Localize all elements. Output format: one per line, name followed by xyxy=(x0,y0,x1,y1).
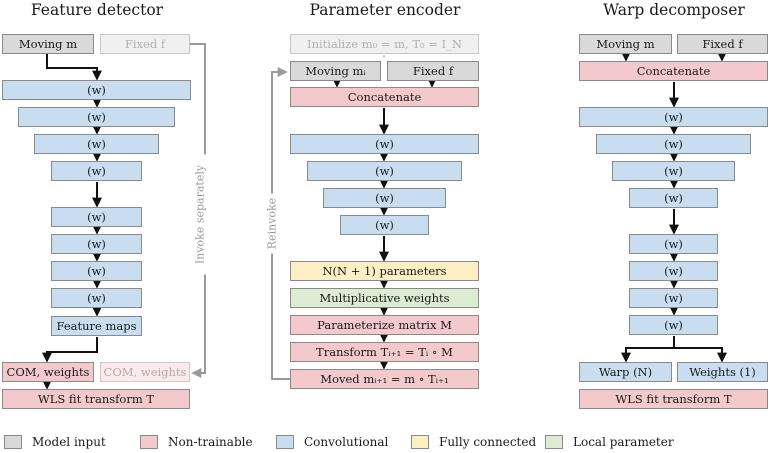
legend-swatch xyxy=(276,435,294,449)
wd-conv-layer: (w) xyxy=(629,261,718,281)
legend-label: Local parameter xyxy=(573,435,674,449)
pe-conv-layer: (w) xyxy=(290,134,479,154)
fd-conv-layer: (w) xyxy=(51,207,142,227)
wd-warp-output: Warp (N) xyxy=(579,362,672,382)
pe-fully-connected: N(N + 1) parameters xyxy=(290,261,479,281)
pe-transform: Transform Tᵢ₊₁ = Tᵢ ∘ M xyxy=(290,342,479,362)
legend-label: Model input xyxy=(32,435,106,449)
parameter-encoder-title: Parameter encoder xyxy=(309,1,461,19)
wd-moving-input: Moving m xyxy=(579,34,672,54)
fd-com-weights: COM, weights xyxy=(2,362,94,382)
fd-conv-layer: (w) xyxy=(51,234,142,254)
fd-link-to-com xyxy=(42,337,98,363)
wd-link-to-weights xyxy=(674,347,727,363)
fd-conv-layer: (w) xyxy=(34,134,159,154)
fd-com-weights-faded: COM, weights xyxy=(100,362,190,382)
pe-initialize: Initialize m₀ = m, T₀ = I_N xyxy=(290,34,479,54)
warp-decomposer-title: Warp decomposer xyxy=(603,1,745,19)
fd-conv-layer: (w) xyxy=(18,107,175,127)
wd-weights-output: Weights (1) xyxy=(677,362,768,382)
fd-feature-maps: Feature maps xyxy=(51,316,142,336)
wd-wls-fit: WLS fit transform T xyxy=(579,389,768,409)
fd-fixed-input-faded: Fixed f xyxy=(100,34,190,54)
reinvoke-label: Reinvoke xyxy=(265,193,279,254)
fd-conv-layer: (w) xyxy=(51,161,142,181)
fd-moving-input: Moving m xyxy=(2,34,94,54)
wd-conv-layer: (w) xyxy=(612,161,735,181)
legend-swatch xyxy=(140,435,158,449)
legend-label: Fully connected xyxy=(439,435,537,449)
wd-conv-layer: (w) xyxy=(629,315,718,335)
wd-conv-layer: (w) xyxy=(629,234,718,254)
legend-label: Non-trainable xyxy=(168,435,253,449)
legend-label: Convolutional xyxy=(304,435,389,449)
pe-multiplicative-weights: Multiplicative weights xyxy=(290,288,479,308)
wd-fixed-input: Fixed f xyxy=(677,34,768,54)
fd-conv-layer: (w) xyxy=(51,288,142,308)
feature-detector-title: Feature detector xyxy=(30,1,164,19)
pe-conv-layer: (w) xyxy=(307,161,462,181)
pe-concatenate: Concatenate xyxy=(290,87,479,107)
legend-swatch xyxy=(545,435,563,449)
fd-conv-layer: (w) xyxy=(2,80,191,100)
fd-link-moving xyxy=(46,54,102,81)
pe-parameterize-matrix: Parameterize matrix M xyxy=(290,315,479,335)
wd-conv-layer: (w) xyxy=(579,107,768,127)
wd-conv-layer: (w) xyxy=(629,288,718,308)
fd-wls-fit: WLS fit transform T xyxy=(2,389,190,409)
legend-swatch xyxy=(411,435,429,449)
legend-swatch xyxy=(4,435,22,449)
wd-concatenate: Concatenate xyxy=(579,61,768,81)
pe-conv-layer: (w) xyxy=(323,188,446,208)
pe-fixed-input: Fixed f xyxy=(387,61,479,81)
pe-moving-input: Moving mᵢ xyxy=(290,61,381,81)
pe-conv-layer: (w) xyxy=(340,215,429,235)
fd-conv-layer: (w) xyxy=(51,261,142,281)
pe-moved: Moved mᵢ₊₁ = m ∘ Tᵢ₊₁ xyxy=(290,369,479,389)
wd-conv-layer: (w) xyxy=(629,188,718,208)
wd-conv-layer: (w) xyxy=(596,134,751,154)
wd-link-to-warp xyxy=(621,347,674,363)
invoke-separately-label: Invoke separately xyxy=(193,154,207,275)
